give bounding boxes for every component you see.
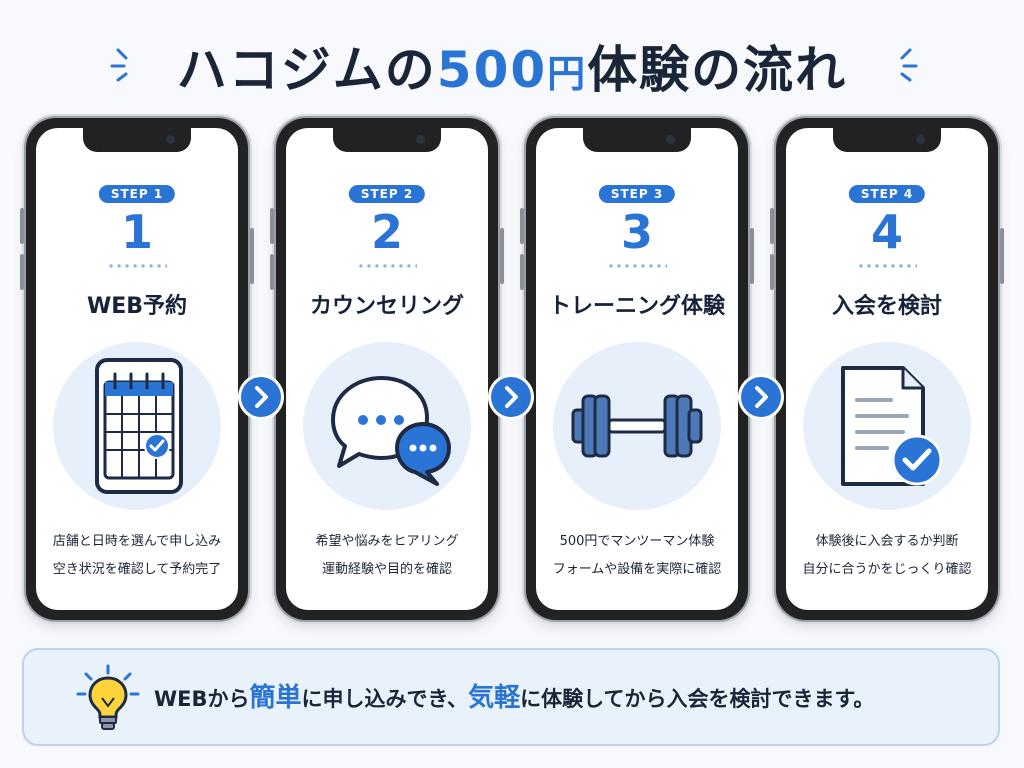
step-description: 体験後に入会するか判断 自分に合うかをじっくり確認 <box>786 528 988 584</box>
step-icon-background <box>303 342 471 510</box>
step-title: カウンセリング <box>309 294 464 319</box>
step-number: 1 <box>120 205 153 259</box>
calendar-check-icon <box>95 358 183 494</box>
step-description-line-1: 体験後に入会するか判断 <box>815 534 959 549</box>
phone-screen: STEP 4 4 入会を検討 体験後に入会するか判断 自分に合うかをじっくり確認 <box>786 128 988 610</box>
step-badge: STEP 1 <box>98 185 176 203</box>
step-card-3: STEP 3 3 トレーニング体験 500円でマンツーマン体験 フォームや設備を… <box>520 118 754 620</box>
dotted-divider <box>607 264 667 268</box>
summary-text-3: に体験してから入会を検討できます。 <box>520 687 875 711</box>
title-price-unit: 円 <box>547 52 588 96</box>
step-description-line-2: 空き状況を確認して予約完了 <box>52 562 222 577</box>
summary-text: WEBから簡単に申し込みでき、気軽に体験してから入会を検討できます。 <box>154 674 874 722</box>
phone-screen: STEP 1 1 WEB予約 <box>36 128 238 610</box>
step-description: 希望や悩みをヒアリング 運動経験や目的を確認 <box>286 528 488 584</box>
page-title: ハコジムの500円体験の流れ <box>0 30 1024 110</box>
next-arrow-2 <box>491 377 531 417</box>
phone-notch <box>333 128 441 152</box>
chevron-right-icon <box>255 386 268 408</box>
step-card-1: STEP 1 1 WEB予約 <box>20 118 254 620</box>
title-part2: 体験の流れ <box>587 41 848 99</box>
chat-bubbles-icon <box>331 376 451 486</box>
dotted-divider <box>857 264 917 268</box>
step-card-2: STEP 2 2 カウンセリング 希望や悩みをヒアリング 運動経験や目的を確認 <box>270 118 504 620</box>
summary-highlight-1: 簡単 <box>249 683 302 713</box>
document-check-icon <box>841 366 943 486</box>
step-card-4: STEP 4 4 入会を検討 体験後に入会するか判断 自分に合うかをじっくり確認 <box>770 118 1004 620</box>
step-icon-background <box>553 342 721 510</box>
summary-banner: WEBから簡単に申し込みでき、気軽に体験してから入会を検討できます。 <box>22 648 1000 746</box>
step-badge: STEP 4 <box>848 185 926 203</box>
step-description-line-1: 希望や悩みをヒアリング <box>315 534 459 549</box>
step-description-line-2: 自分に合うかをじっくり確認 <box>802 562 972 577</box>
next-arrow-3 <box>741 377 781 417</box>
title-part1: ハコジムの <box>176 41 437 99</box>
dotted-divider <box>357 264 417 268</box>
step-description-line-1: 店舗と日時を選んで申し込み <box>52 534 222 549</box>
sparkle-left-icon <box>110 48 128 82</box>
summary-text-1: WEBから <box>154 687 250 711</box>
step-description-line-1: 500円でマンツーマン体験 <box>559 534 715 549</box>
step-description-line-2: フォームや設備を実際に確認 <box>552 562 722 577</box>
next-arrow-1 <box>241 377 281 417</box>
step-icon-background <box>803 342 971 510</box>
dotted-divider <box>107 264 167 268</box>
step-description-line-2: 運動経験や目的を確認 <box>321 562 452 577</box>
lightbulb-icon <box>76 664 140 730</box>
step-number: 4 <box>870 205 903 259</box>
step-number: 3 <box>620 205 653 259</box>
step-title: トレーニング体験 <box>548 294 725 319</box>
step-title: WEB予約 <box>86 294 188 319</box>
phone-notch <box>833 128 941 152</box>
step-badge: STEP 2 <box>348 185 426 203</box>
step-description: 500円でマンツーマン体験 フォームや設備を実際に確認 <box>536 528 738 584</box>
chevron-right-icon <box>505 386 518 408</box>
step-number: 2 <box>370 205 403 259</box>
phone-screen: STEP 3 3 トレーニング体験 500円でマンツーマン体験 フォームや設備を… <box>536 128 738 610</box>
dumbbell-icon <box>571 394 703 458</box>
summary-text-2: に申し込みでき、 <box>301 687 469 711</box>
summary-highlight-2: 気軽 <box>468 683 521 713</box>
step-badge: STEP 3 <box>598 185 676 203</box>
phone-screen: STEP 2 2 カウンセリング 希望や悩みをヒアリング 運動経験や目的を確認 <box>286 128 488 610</box>
step-icon-background <box>53 342 221 510</box>
title-price-number: 500 <box>436 41 548 99</box>
step-title: 入会を検討 <box>831 294 942 319</box>
phone-notch <box>83 128 191 152</box>
sparkle-right-icon <box>900 48 918 82</box>
chevron-right-icon <box>755 386 768 408</box>
phone-notch <box>583 128 691 152</box>
step-description: 店舗と日時を選んで申し込み 空き状況を確認して予約完了 <box>36 528 238 584</box>
